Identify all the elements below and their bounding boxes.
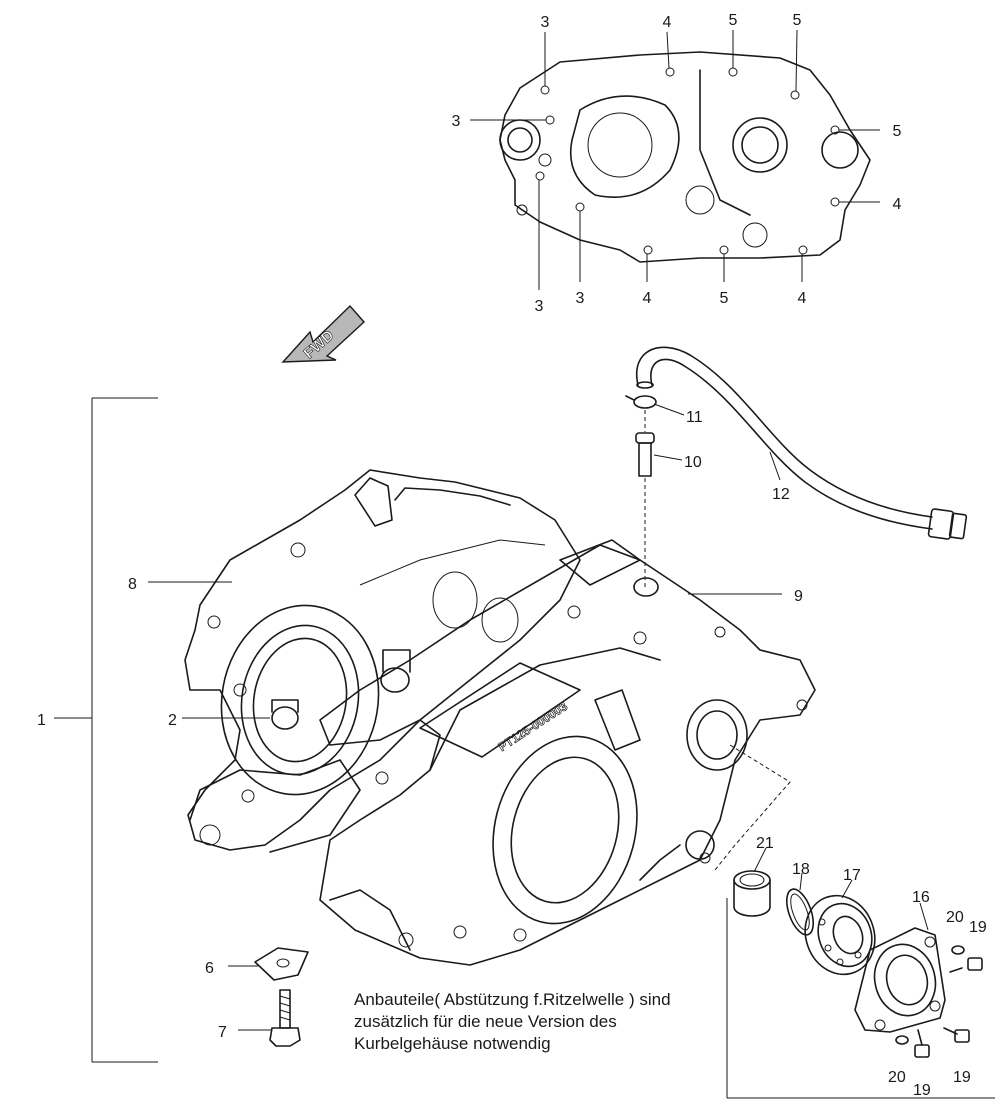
crankcase-stamp: PT125-000003 bbox=[496, 699, 570, 754]
bolt-washer-set-drawing bbox=[895, 945, 983, 1058]
callout-4-bottom-right: 4 bbox=[798, 290, 807, 307]
callout-6: 6 bbox=[205, 960, 214, 977]
callout-17: 17 bbox=[843, 867, 861, 884]
callout-3-left: 3 bbox=[452, 113, 461, 130]
callout-21: 21 bbox=[756, 835, 774, 852]
callout-16: 16 bbox=[912, 889, 930, 906]
callout-8: 8 bbox=[128, 576, 137, 593]
callout-19-bottom-right: 19 bbox=[953, 1069, 971, 1086]
crankcase-gasket-drawing bbox=[499, 51, 871, 263]
hose-clip-drawing bbox=[625, 395, 657, 409]
note-line: zusätzlich für die neue Version des bbox=[354, 1012, 617, 1031]
callout-2: 2 bbox=[168, 712, 177, 729]
sleeve-bushing-drawing bbox=[733, 870, 771, 917]
callout-5-top-right: 5 bbox=[793, 12, 802, 29]
callout-3-bottom: 3 bbox=[576, 290, 585, 307]
note-line: Anbauteile( Abstützung f.Ritzelwelle ) s… bbox=[354, 990, 671, 1009]
callout-5-bottom: 5 bbox=[720, 290, 729, 307]
callout-19-bottom-left: 19 bbox=[913, 1082, 931, 1099]
support-kit-note: Anbauteile( Abstützung f.Ritzelwelle ) s… bbox=[354, 989, 754, 1055]
callout-18: 18 bbox=[792, 861, 810, 878]
note-line: Kurbelgehäuse notwendig bbox=[354, 1034, 551, 1053]
callout-4-right: 4 bbox=[893, 196, 902, 213]
assembly-bracket bbox=[54, 397, 158, 1063]
support-kit-guide-line bbox=[714, 744, 791, 871]
callout-11: 11 bbox=[686, 409, 703, 426]
callout-20-top: 20 bbox=[946, 909, 964, 926]
callout-3-bottom-left: 3 bbox=[535, 298, 544, 315]
callout-10: 10 bbox=[684, 454, 702, 471]
callout-5-right: 5 bbox=[893, 123, 902, 140]
crankcase-left-half-drawing bbox=[184, 469, 581, 853]
gasket-leader-lines bbox=[470, 29, 880, 290]
callout-1: 1 bbox=[37, 712, 46, 729]
callout-4-bottom: 4 bbox=[643, 290, 652, 307]
bearing-housing-flange-drawing bbox=[854, 927, 946, 1033]
breather-hose-drawing bbox=[635, 346, 968, 540]
bracket-plate-drawing bbox=[254, 947, 309, 981]
callout-7: 7 bbox=[218, 1024, 227, 1041]
forward-direction-arrow: FWD bbox=[281, 304, 365, 363]
breather-fitting-drawing bbox=[635, 410, 655, 590]
callout-4-top: 4 bbox=[663, 14, 672, 31]
callout-20-bottom: 20 bbox=[888, 1069, 906, 1086]
callout-12: 12 bbox=[772, 486, 790, 503]
crankcase-right-half-drawing: PT125-000003 bbox=[319, 539, 816, 966]
callout-9: 9 bbox=[794, 588, 803, 605]
callout-3-top: 3 bbox=[541, 14, 550, 31]
ball-bearing-drawing bbox=[804, 894, 876, 976]
circlip-drawing bbox=[786, 888, 814, 936]
callout-5-top-left: 5 bbox=[729, 12, 738, 29]
callout-19-top: 19 bbox=[969, 919, 987, 936]
support-kit-bracket bbox=[726, 898, 995, 1099]
stud-bolt-drawing bbox=[269, 989, 301, 1047]
